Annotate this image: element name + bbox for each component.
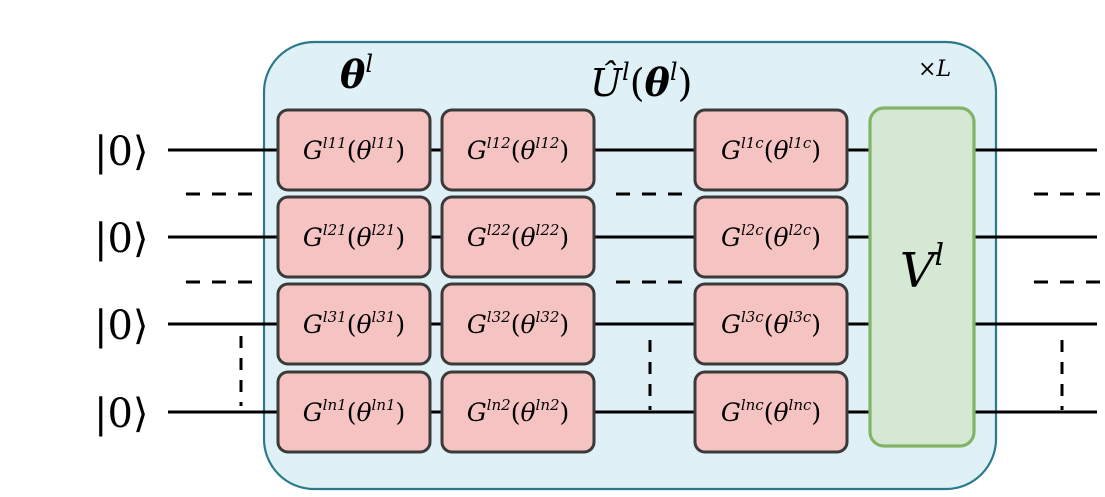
gate-label: Gl2c(θl2c) [721,221,821,252]
theta-label: θl [340,50,373,97]
gate-label: Gln1(θln1) [303,396,406,427]
v-block [868,106,976,448]
gate: Gl21(θl21) [276,195,432,279]
qubit-labels: |0⟩ |0⟩ |0⟩ |0⟩ [94,129,149,437]
qubit-label: |0⟩ [94,129,149,175]
gate: Gl1c(θl1c) [693,108,849,192]
gate: Gln2(θln2) [440,370,596,454]
qubit-label: |0⟩ [94,391,149,437]
gate-grid: Gl11(θl11) Gl12(θl12) Gl1c(θl1c) Gl21(θl21)… [276,108,849,454]
gate: Gl3c(θl3c) [693,282,849,366]
gate: Gl32(θl32) [440,282,596,366]
gate-box [693,370,849,454]
gate-label: Gl11(θl11) [303,134,405,165]
gate: Gl12(θl12) [440,108,596,192]
gate-box [693,108,849,192]
gate-box [440,282,596,366]
gate-label: Gl3c(θl3c) [721,308,821,339]
gate-box [440,370,596,454]
gate-box [693,195,849,279]
gate-box [276,195,432,279]
gate-label: Glnc(θlnc) [721,396,821,427]
qubit-label: |0⟩ [94,216,149,262]
gate-label: Gln2(θln2) [467,396,570,427]
gate-label: Gl32(θl32) [467,308,569,339]
ellipsis-dashes [186,192,1100,410]
gate-box [693,282,849,366]
gate-box [276,370,432,454]
gate-label: Gl31(θl31) [303,308,405,339]
unitary-label: Ûl(θl) [590,58,692,105]
gate-label: Gl1c(θl1c) [721,134,821,165]
gate-label: Gl21(θl21) [303,221,405,252]
gate-box [276,282,432,366]
v-block-label: Vl [900,238,944,299]
gate: Gl31(θl31) [276,282,432,366]
gate: Gl2c(θl2c) [693,195,849,279]
qubit-label: |0⟩ [94,303,149,349]
gate: Glnc(θlnc) [693,370,849,454]
gate-box [276,108,432,192]
gate: Gln1(θln1) [276,370,432,454]
repeat-label: ×L [918,57,951,82]
gate-label: Gl22(θl22) [467,221,569,252]
gate: Gl11(θl11) [276,108,432,192]
gate-box [440,108,596,192]
gate: Gl22(θl22) [440,195,596,279]
gate-box [440,195,596,279]
gate-label: Gl12(θl12) [467,134,569,165]
